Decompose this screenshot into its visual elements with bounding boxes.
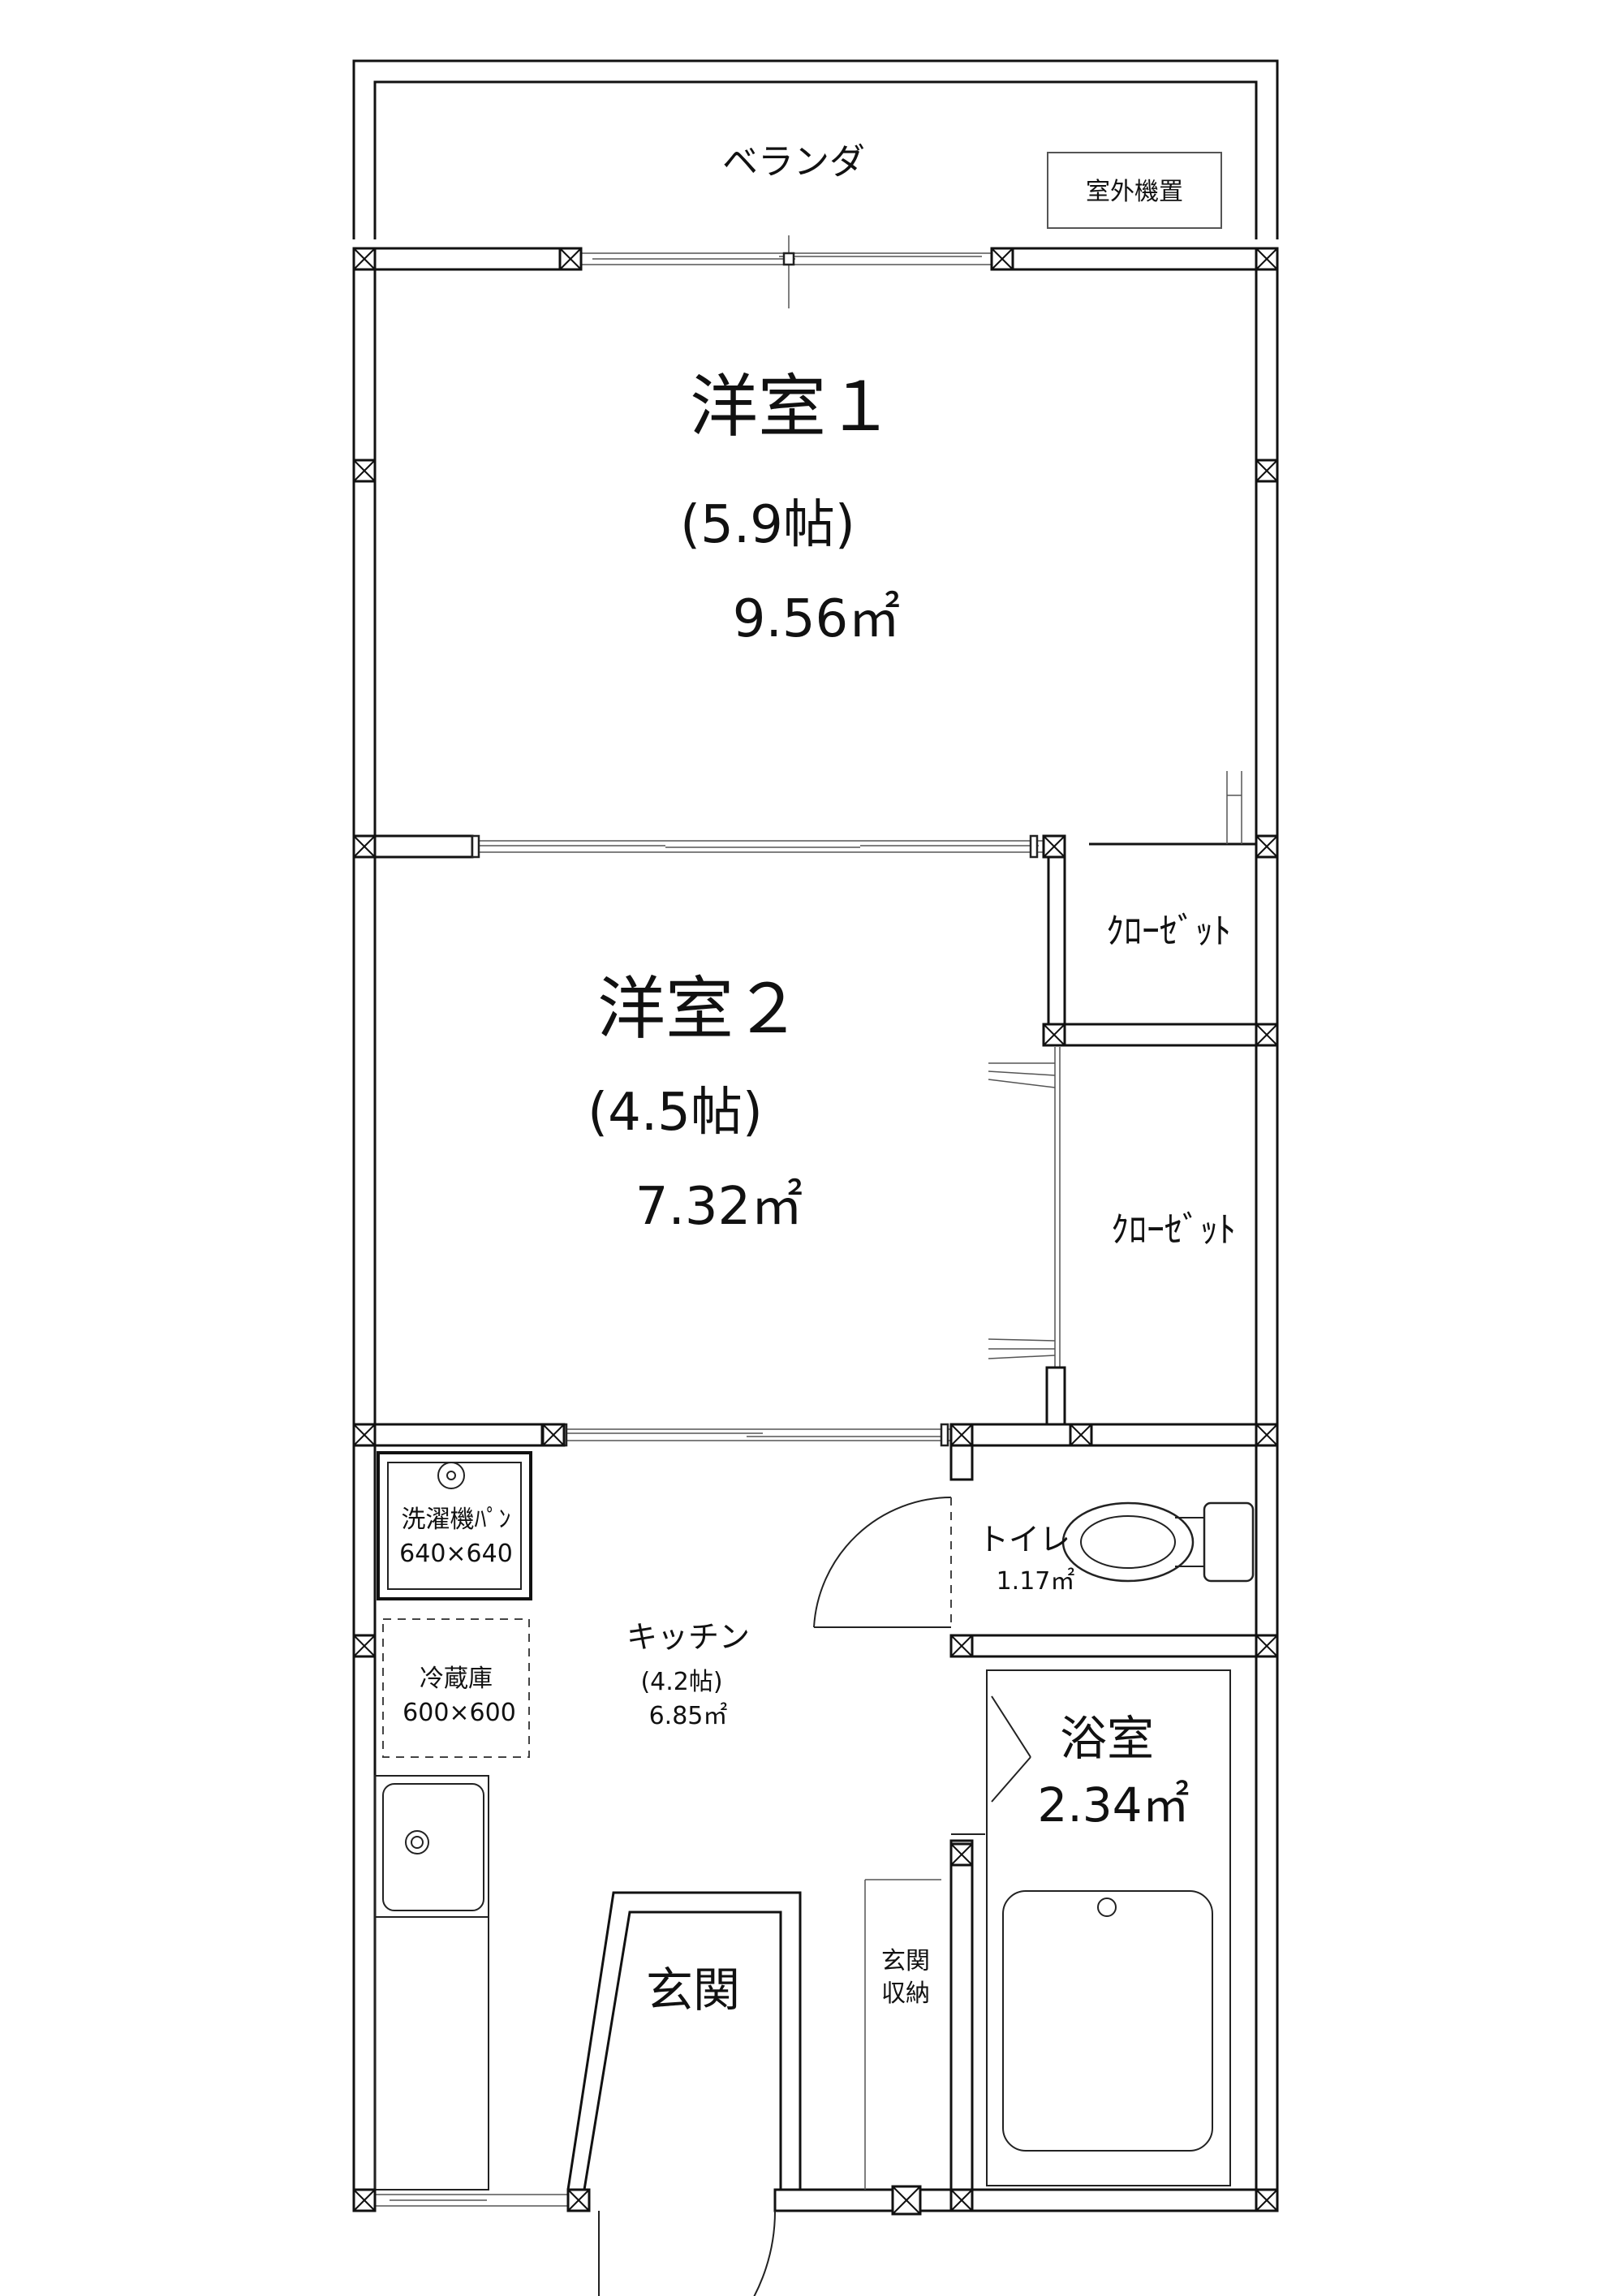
column-cross <box>1255 248 1278 270</box>
kitchen-tatami: (4.2帖) <box>640 1668 722 1696</box>
column-cross <box>1255 1635 1278 1657</box>
kitchen-name: キッチン <box>626 1619 750 1655</box>
washer-label: 洗濯機ﾊﾟﾝ <box>402 1506 511 1534</box>
column-cross <box>950 2189 973 2212</box>
bath-door <box>951 1695 1031 1835</box>
toilet-name: トイレ <box>978 1522 1070 1557</box>
column-cross <box>1070 1424 1092 1446</box>
toilet-fixture <box>1061 1501 1255 1583</box>
fridge-space <box>382 1618 530 1758</box>
column-cross <box>950 1843 973 1866</box>
washer-pan <box>377 1451 532 1600</box>
column-cross <box>353 459 376 482</box>
column-cross <box>1043 835 1065 858</box>
column-cross <box>950 1424 973 1446</box>
room1-tatami: (5.9帖) <box>680 495 855 555</box>
fridge-label: 冷蔵庫 <box>420 1665 493 1693</box>
veranda-label: ベランダ <box>722 141 865 183</box>
closet-upper-door <box>1089 771 1256 846</box>
room1-name: 洋室１ <box>690 367 894 446</box>
room2-name: 洋室２ <box>597 969 802 1049</box>
room2-area: 7.32㎡ <box>635 1177 803 1237</box>
veranda-window <box>581 235 992 308</box>
kitchen-area: 6.85㎡ <box>649 1702 728 1730</box>
sliding-door-room2-kitchen <box>542 1423 951 1447</box>
ac-unit-label: 室外機置 <box>1086 178 1183 206</box>
entrance-storage-line1: 玄関 <box>881 1947 930 1975</box>
column-cross <box>1255 1023 1278 1046</box>
column-cross <box>950 1635 973 1657</box>
column-cross <box>1255 459 1278 482</box>
column-markers <box>352 247 1279 2216</box>
column-cross <box>1255 1424 1278 1446</box>
toilet-door <box>813 1497 952 1628</box>
outer-walls <box>352 247 1279 2212</box>
column-cross <box>353 835 376 858</box>
bath-area: 2.34㎡ <box>1037 1777 1189 1833</box>
bath-name: 浴室 <box>1060 1711 1154 1766</box>
column-cross <box>892 2186 921 2215</box>
column-cross <box>353 248 376 270</box>
entrance-storage-line2: 収納 <box>881 1979 930 2008</box>
washer-size: 640×640 <box>399 1540 513 1568</box>
column-cross <box>1255 835 1278 858</box>
column-cross <box>991 248 1014 270</box>
column-cross <box>542 1424 565 1446</box>
room1-area: 9.56㎡ <box>733 589 901 649</box>
column-cross <box>353 1424 376 1446</box>
veranda <box>352 59 1279 239</box>
room2-tatami: (4.5帖) <box>588 1083 763 1143</box>
sliding-door-room1-room2 <box>471 834 1044 859</box>
column-cross <box>567 2189 590 2212</box>
column-cross <box>353 1635 376 1657</box>
bathtub <box>986 1669 1231 2186</box>
fridge-size: 600×600 <box>403 1699 516 1727</box>
kitchen-sink <box>374 1775 489 2190</box>
column-cross <box>559 248 582 270</box>
column-cross <box>353 2189 376 2212</box>
toilet-area: 1.17㎡ <box>997 1567 1075 1596</box>
column-cross <box>1255 2189 1278 2212</box>
entrance <box>566 1891 802 2296</box>
column-cross <box>1043 1023 1065 1046</box>
entrance-name: 玄関 <box>646 1962 740 2018</box>
kitchen-window <box>375 2194 568 2207</box>
closet-lower-door <box>988 1062 1056 1359</box>
ac-unit-area <box>1047 152 1222 229</box>
closet-lower-label: ｸﾛｰｾﾞｯﾄ <box>1111 1209 1236 1251</box>
closet-upper-label: ｸﾛｰｾﾞｯﾄ <box>1106 911 1231 952</box>
